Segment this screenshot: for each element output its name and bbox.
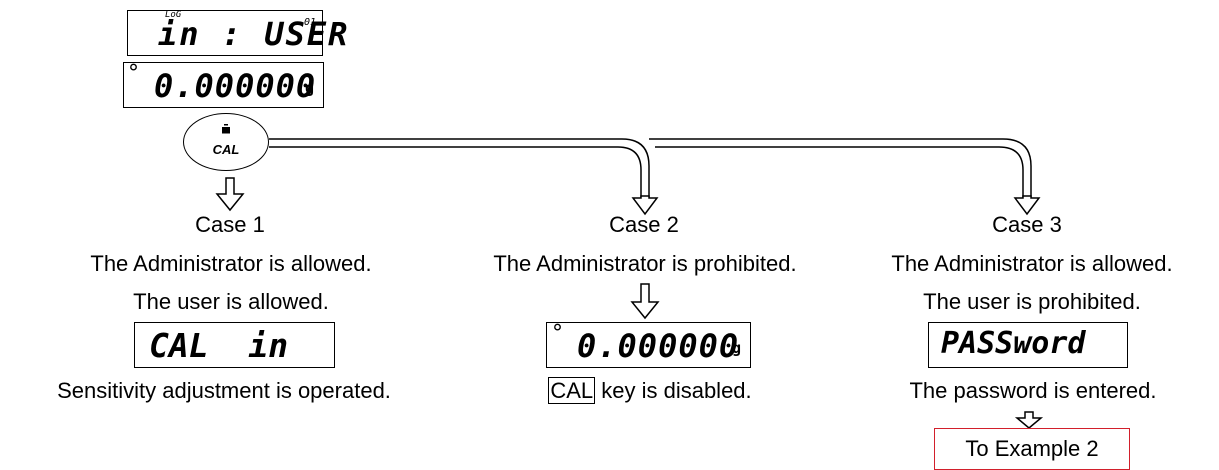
case1-title: Case 1 [195,212,265,237]
case2-title: Case 2 [609,212,679,237]
cal-key-label: CAL [212,142,240,157]
weight-value: 0.000000 [154,67,317,105]
case1-user-text: The user is allowed. [133,289,329,314]
case1-admin-text: The Administrator is allowed. [90,251,372,276]
case3-display-text: PASSword [941,326,1086,361]
case1-display-text: CAL in [149,326,289,365]
login-text: in : USER [158,15,350,53]
case3-password-display: PASSword [928,322,1128,368]
arrow-down-case2-top [631,195,659,216]
weight-display: ° 0.000000 g [123,61,324,108]
arrow-down-case3 [1014,411,1044,429]
case2-weight-unit: g [732,339,742,357]
case2-admin-text: The Administrator is prohibited. [493,251,797,276]
cal-key-button[interactable]: CAL [183,113,269,171]
case3-admin-text: The Administrator is allowed. [891,251,1173,276]
weight-unit: g [305,79,315,97]
log-label: LoG [165,10,182,20]
case1-cal-in-display: CAL in [134,322,335,368]
branch-line-case3 [649,138,1032,198]
case2-result-text: CAL key is disabled. [500,377,800,404]
case2-stable-indicator: ° [552,321,563,346]
stable-indicator: ° [128,61,139,86]
weight-icon [222,124,230,134]
to-example-2-box: To Example 2 [934,428,1130,470]
cal-key-reference: CAL [548,377,596,404]
case3-title: Case 3 [992,212,1062,237]
arrow-down-case1 [215,177,245,212]
user-number: 01 [304,17,317,28]
branch-line-case2 [269,138,650,198]
arrow-down-case2 [630,283,660,320]
arrow-down-case3-top [1013,195,1041,216]
case2-weight-display: ° 0.000000 g [546,321,751,368]
case2-result-rest: key is disabled. [595,378,752,403]
case2-weight-value: 0.000000 [577,327,740,365]
login-display: LoG in : USER 01 [127,10,347,56]
case3-result-text: The password is entered. [909,378,1157,403]
case3-user-text: The user is prohibited. [923,289,1141,314]
case1-result-text: Sensitivity adjustment is operated. [57,378,391,403]
